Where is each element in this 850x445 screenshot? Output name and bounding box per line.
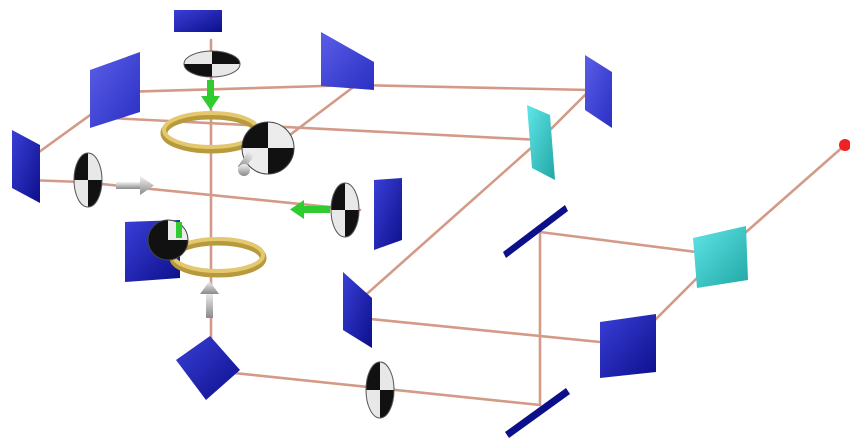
green-arrow-icon [290,200,330,219]
mirror-icon [12,130,40,203]
mirror-icon [374,178,402,250]
beam-mid-right [358,298,632,347]
wave-plate-icon [183,50,241,78]
gray-arrow-icon [237,150,256,176]
wave-plate-icon [365,361,395,419]
arrows [116,80,330,318]
beam-bs-down [358,138,542,302]
mirror-icon [585,55,612,128]
mirrors [12,10,656,438]
beam-splitters [527,105,748,288]
mirror-icon [176,336,240,400]
beam-splitter-icon [527,105,555,180]
wave-plate-icon [73,152,103,208]
laser-source-icon [839,139,850,151]
wave-plate-icon [330,182,360,238]
green-arrow-icon [176,222,182,238]
photodiode-sphere-icon [241,121,295,175]
beam-splitter-icon [693,226,748,288]
mirror-icon [343,272,372,348]
mirror-icon [321,32,374,90]
mirror-icon [505,388,570,438]
green-arrow-icon [201,80,220,110]
beam-to-bs2 [538,230,722,257]
gray-arrow-icon [116,176,154,195]
wave-plates [73,50,395,419]
mirror-icon [174,10,222,32]
mirror-icon [90,52,140,128]
gray-arrow-icon [200,281,219,318]
mirror-icon [600,314,656,378]
mirror-icon [503,205,568,258]
